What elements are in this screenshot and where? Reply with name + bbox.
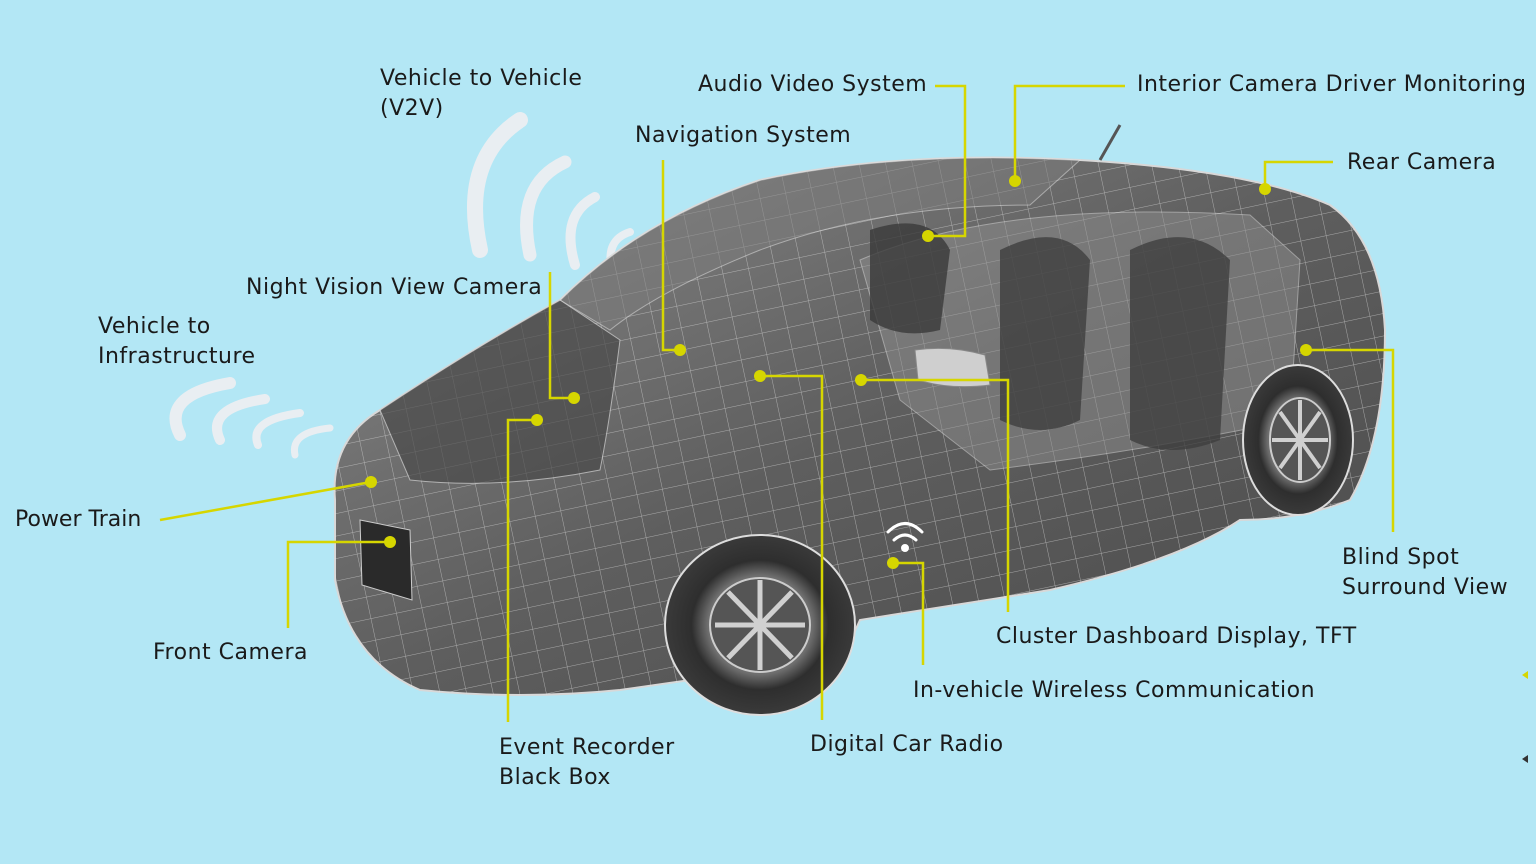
marker-interior-camera [1009,175,1021,187]
leader-blind-spot [1306,348,1395,532]
label-v2v-line1: Vehicle to Vehicle [380,66,583,91]
marker-audio-video [922,230,934,242]
wifi-icon [886,522,924,552]
v2v-signal-icon [467,112,634,274]
v2i-signal-icon [169,377,334,459]
marker-front-camera [384,536,396,548]
marker-radio [754,370,766,382]
next-arrow-icon[interactable] [1522,671,1528,679]
label-v2v-line2: (V2V) [380,96,444,121]
label-v2i-line2: Infrastructure [98,344,256,369]
label-event-recorder: Event Recorder Black Box [499,733,675,793]
leader-night-vision [548,272,574,400]
label-front-camera: Front Camera [153,640,308,665]
leader-radio [760,374,824,720]
leader-event-recorder [506,418,537,722]
marker-power-train [365,476,377,488]
marker-rear-camera [1259,183,1271,195]
leader-power-train [159,480,372,522]
leader-cluster [861,378,1010,612]
marker-event-recorder [531,414,543,426]
label-v2i: Vehicle to Infrastructure [98,312,256,372]
leader-audio-video [928,84,967,238]
label-power-train: Power Train [15,507,142,532]
marker-blind-spot [1300,344,1312,356]
leader-wireless [893,561,925,665]
label-blind-spot-line1: Blind Spot [1342,545,1460,570]
car-wireframe [333,124,1387,704]
label-audio-video: Audio Video System [698,72,928,97]
prev-arrow-icon[interactable] [1522,755,1528,763]
leader-interior-camera [1013,84,1125,181]
label-car-radio: Digital Car Radio [810,732,1004,757]
label-v2i-line1: Vehicle to [98,314,211,339]
marker-navigation [674,344,686,356]
label-navigation: Navigation System [635,123,852,148]
marker-night-vision [568,392,580,404]
label-interior-camera: Interior Camera Driver Monitoring [1137,72,1527,97]
label-event-recorder-line1: Event Recorder [499,735,675,760]
label-blind-spot-line2: Surround View [1342,575,1509,600]
leader-rear-camera [1263,160,1333,189]
marker-wireless [887,557,899,569]
rear-wheel [1242,364,1354,516]
label-rear-camera: Rear Camera [1347,150,1497,175]
label-event-recorder-line2: Black Box [499,765,611,790]
label-night-vision: Night Vision View Camera [246,275,543,300]
marker-cluster [855,374,867,386]
marker-dots [365,175,1312,569]
label-wireless: In-vehicle Wireless Communication [913,678,1316,703]
label-blind-spot: Blind Spot Surround View [1342,543,1508,603]
front-wheel [664,534,856,716]
label-v2v: Vehicle to Vehicle (V2V) [380,64,582,124]
label-cluster-display: Cluster Dashboard Display, TFT [996,624,1357,649]
leader-front-camera [286,540,390,628]
leader-lines [159,84,1395,722]
